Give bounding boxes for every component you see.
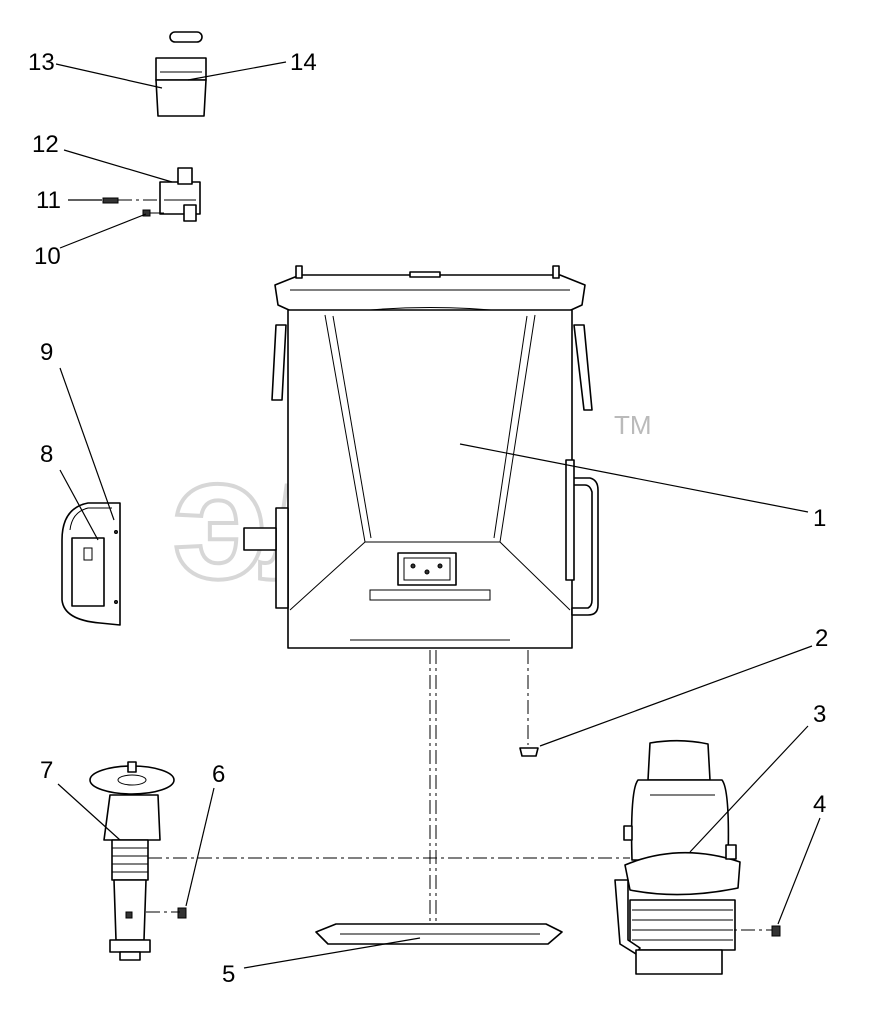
callout-14: 14 [290, 49, 317, 76]
callout-6: 6 [212, 761, 225, 788]
callout-labels: 1 2 3 4 5 6 7 8 9 10 11 12 13 14 [28, 49, 828, 988]
callout-3: 3 [813, 701, 826, 728]
steering-column-part [89, 761, 630, 961]
watermark-trademark: TM [614, 410, 652, 440]
callout-5: 5 [222, 961, 235, 988]
callout-9: 9 [40, 339, 53, 366]
callout-8: 8 [40, 441, 53, 468]
callout-7: 7 [40, 757, 53, 784]
callout-11: 11 [36, 187, 61, 214]
bracket-assembly-part [102, 167, 201, 222]
callout-4: 4 [813, 791, 826, 818]
lamp-housing-part [155, 31, 207, 117]
side-panel-part [61, 502, 121, 626]
cab-part [243, 265, 599, 928]
callout-12: 12 [32, 131, 59, 158]
callout-1: 1 [813, 505, 826, 532]
callout-10: 10 [34, 243, 61, 270]
callout-13: 13 [28, 49, 55, 76]
bolt-part-4 [771, 925, 781, 937]
floor-mat-part [315, 923, 563, 945]
leader-lines [55, 61, 821, 969]
bolt-part-6 [177, 907, 187, 919]
callout-2: 2 [815, 625, 828, 652]
plug-part [519, 747, 539, 757]
seat-part [614, 739, 775, 975]
